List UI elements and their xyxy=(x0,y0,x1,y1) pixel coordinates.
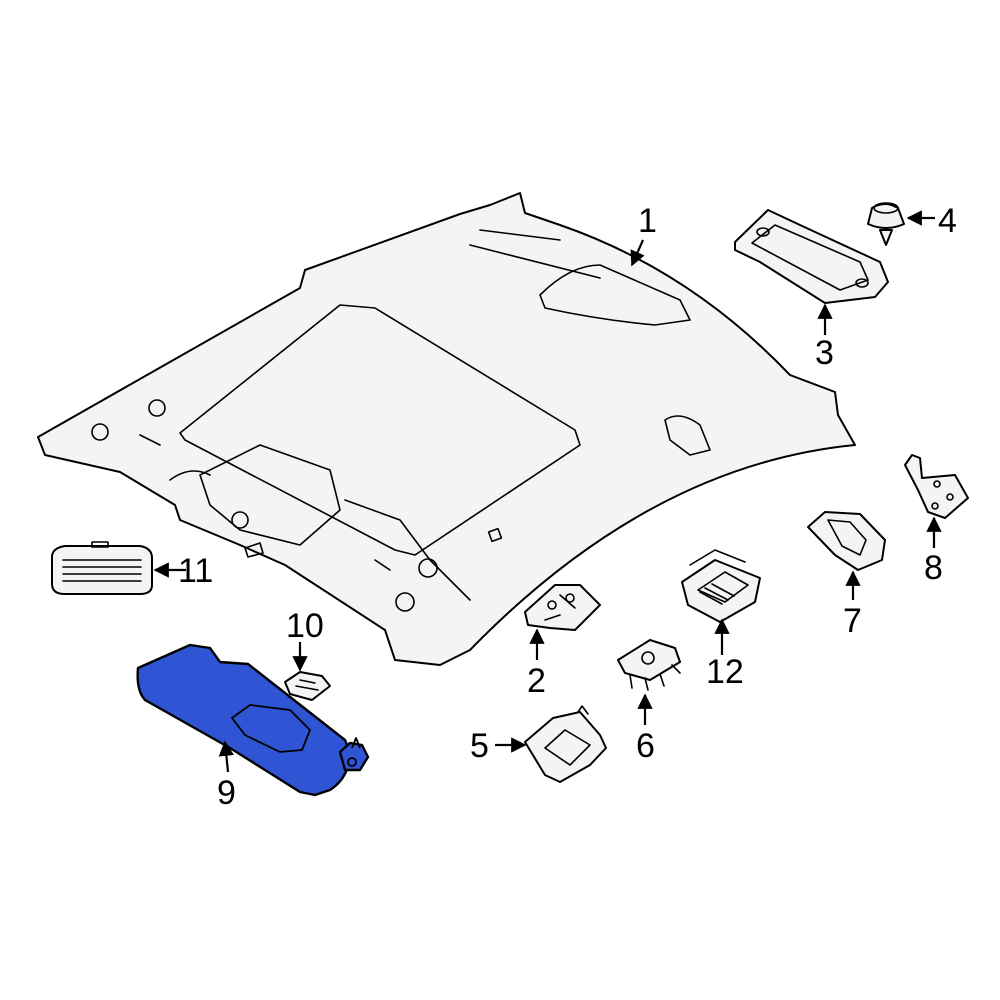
callout-7: 7 xyxy=(843,602,862,640)
leader-lines xyxy=(153,210,942,773)
bracket-part-2[interactable] xyxy=(524,584,601,631)
callout-6: 6 xyxy=(636,727,655,765)
callout-4: 4 xyxy=(938,202,957,240)
headliner-part-1[interactable] xyxy=(37,192,856,666)
callout-2: 2 xyxy=(527,662,546,700)
callout-1: 1 xyxy=(638,202,657,240)
callout-11: 11 xyxy=(178,552,213,590)
callout-10: 10 xyxy=(286,607,324,645)
cover-part-5[interactable] xyxy=(524,705,607,783)
callout-3: 3 xyxy=(815,334,834,372)
retainer-part-6[interactable] xyxy=(617,639,681,691)
bracket-part-7[interactable] xyxy=(807,511,886,571)
cover-part-3[interactable] xyxy=(734,209,889,304)
callout-labels: 1 2 3 4 5 6 7 8 9 10 11 12 xyxy=(178,202,957,812)
clip-part-4[interactable] xyxy=(867,202,905,246)
callout-8: 8 xyxy=(924,549,943,587)
callout-9: 9 xyxy=(217,774,236,812)
clip-part-10[interactable] xyxy=(284,671,331,701)
callout-12: 12 xyxy=(706,653,744,691)
vent-part-11[interactable] xyxy=(51,541,153,595)
lamp-part-12[interactable] xyxy=(681,549,761,623)
callout-5: 5 xyxy=(470,727,489,765)
sun-visor-part-9[interactable] xyxy=(136,643,370,797)
bracket-part-8[interactable] xyxy=(904,454,969,519)
